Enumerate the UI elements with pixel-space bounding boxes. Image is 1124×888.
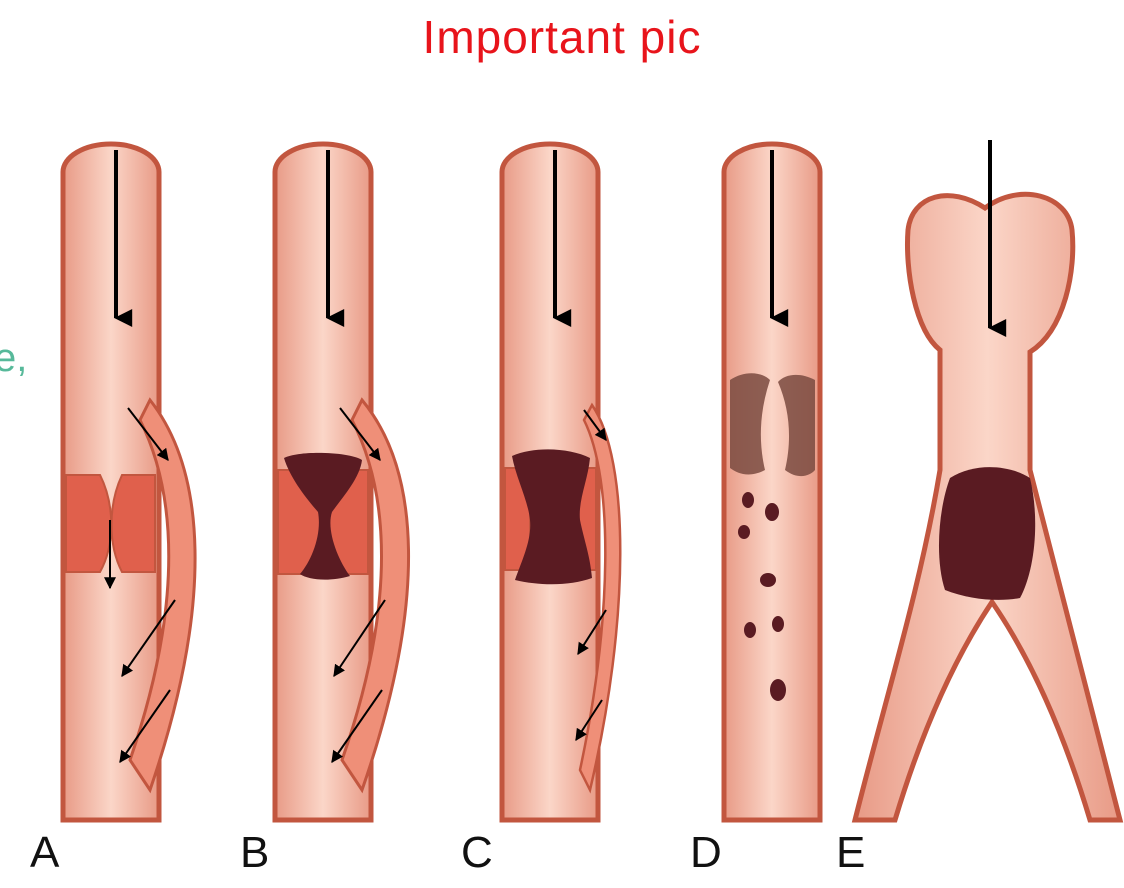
- embolus-d-3: [738, 525, 750, 539]
- embolus-d-4: [760, 573, 776, 587]
- panel-a: [63, 144, 195, 820]
- panel-e: [855, 140, 1120, 820]
- panel-b: [275, 144, 409, 820]
- panel-label-b: B: [240, 828, 269, 878]
- valve-right-a: [112, 475, 156, 572]
- embolus-d-2: [765, 503, 779, 521]
- embolus-d-5: [744, 622, 756, 638]
- embolus-d-1: [742, 492, 754, 508]
- clot-e: [939, 467, 1035, 600]
- panel-label-c: C: [461, 828, 493, 878]
- panel-d: [724, 144, 820, 820]
- valve-left-a: [66, 475, 111, 572]
- panel-label-a: A: [30, 828, 59, 878]
- panel-c: [502, 144, 620, 820]
- embolus-d-6: [772, 616, 784, 632]
- panel-label-e: E: [836, 828, 865, 878]
- panel-label-d: D: [690, 828, 722, 878]
- embolus-d-7: [770, 679, 786, 701]
